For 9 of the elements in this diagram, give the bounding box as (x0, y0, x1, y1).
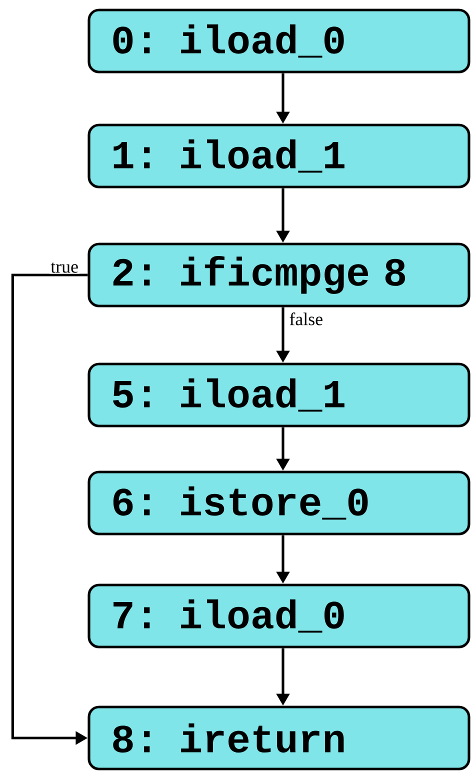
instruction-box: 6: istore_0 (88, 470, 470, 536)
instruction-box: 8: ireturn (88, 706, 470, 770)
edge-label: false (288, 312, 324, 326)
instruction-box: 7: iload_0 (88, 584, 470, 648)
instruction-box: 2: ificmpge 8 (88, 242, 470, 308)
edge-label: true (50, 262, 80, 274)
instruction-box: 0: iload_0 (88, 8, 470, 74)
instruction-box: 1: iload_1 (88, 124, 470, 188)
instruction-box: 5: iload_1 (88, 362, 470, 428)
